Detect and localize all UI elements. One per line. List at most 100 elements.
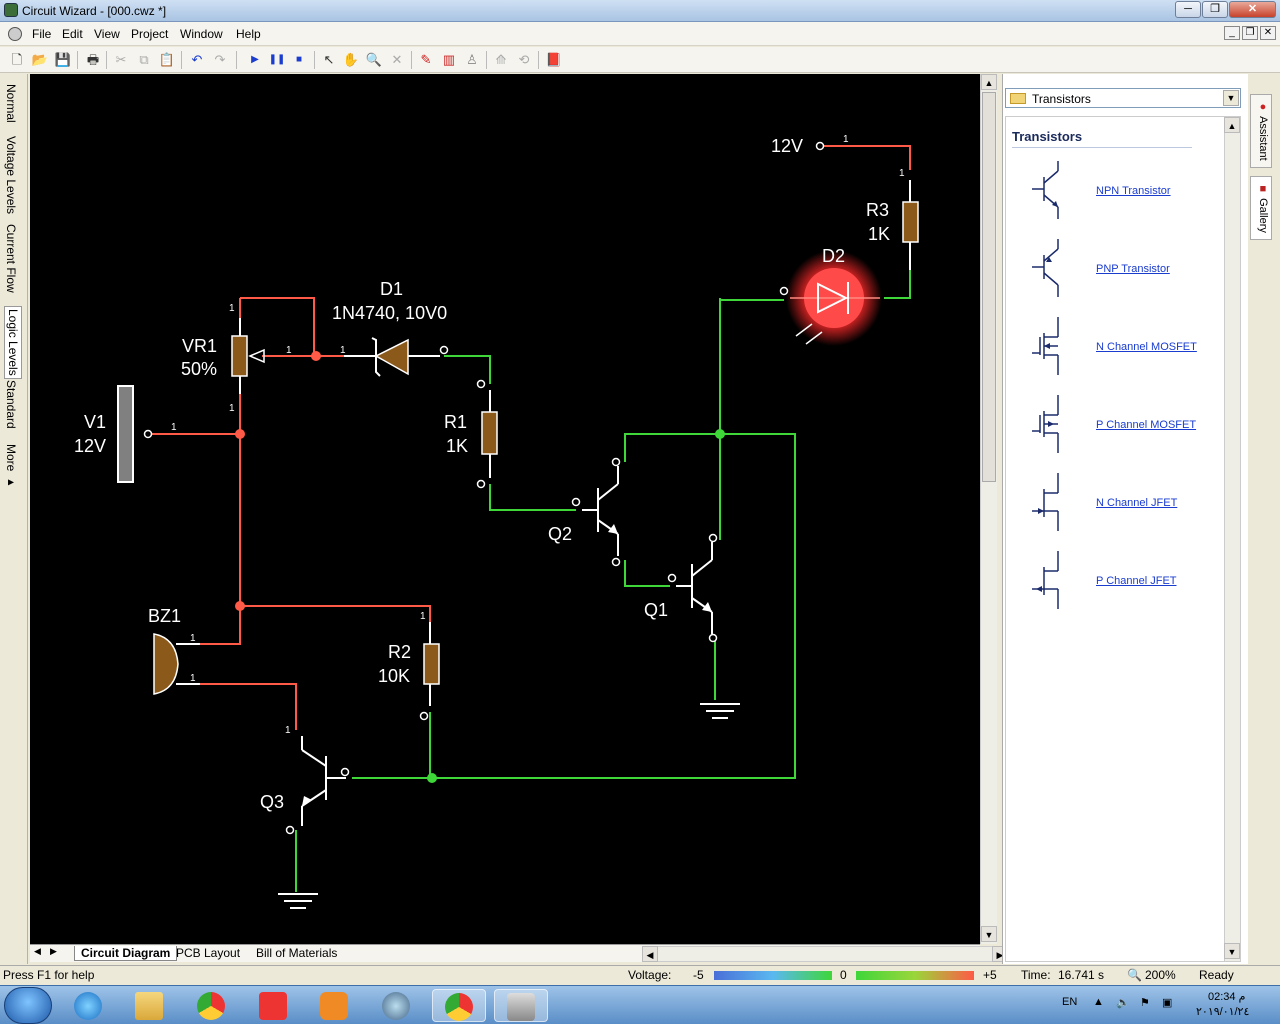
potentiometer-vr1[interactable] xyxy=(231,335,248,377)
play-icon[interactable]: ▶ xyxy=(251,54,259,65)
link-n-channel-mosfet[interactable]: N Channel MOSFET xyxy=(1096,341,1197,353)
document-icon[interactable] xyxy=(8,27,22,41)
menu-help[interactable]: Help xyxy=(236,27,261,41)
component-icon[interactable]: ♙ xyxy=(466,52,478,67)
zener-diode-d1[interactable] xyxy=(371,337,409,377)
copy-icon[interactable]: ⧉ xyxy=(139,52,149,67)
pin-numbers: 1 1 1 1 1 1 1 1 1 1 1 xyxy=(171,134,905,736)
undo-icon[interactable]: ↶ xyxy=(191,52,203,67)
link-p-channel-jfet[interactable]: P Channel JFET xyxy=(1096,575,1177,587)
minimize-button[interactable]: ─ xyxy=(1175,1,1201,18)
delete-icon[interactable]: ✕ xyxy=(391,52,403,67)
atom-app-icon[interactable] xyxy=(370,989,424,1022)
circuit-wizard-task-icon[interactable] xyxy=(494,989,548,1022)
graph-icon[interactable]: ▥ xyxy=(442,52,456,67)
internet-explorer-icon[interactable] xyxy=(62,989,116,1022)
gallery-item-p-mosfet[interactable]: P Channel MOSFET xyxy=(1028,393,1228,463)
volume-icon[interactable]: 🔈 xyxy=(1116,997,1130,1009)
canvas-horizontal-scrollbar[interactable]: ◀ ▶ xyxy=(642,946,1008,962)
gallery-scrollbar[interactable]: ▲ ▼ xyxy=(1224,117,1240,961)
tab-logic-levels[interactable]: Logic Levels xyxy=(4,306,22,379)
gallery-item-p-jfet[interactable]: P Channel JFET xyxy=(1028,549,1228,619)
tab-voltage-levels[interactable]: Voltage Levels xyxy=(4,136,18,215)
mdi-minimize-button[interactable]: _ xyxy=(1224,26,1240,40)
probe-icon[interactable]: ✎ xyxy=(420,52,432,67)
mdi-restore-button[interactable]: ❐ xyxy=(1242,26,1258,40)
menu-project[interactable]: Project xyxy=(131,27,169,41)
menu-edit[interactable]: Edit xyxy=(62,27,83,41)
scroll-thumb[interactable] xyxy=(982,92,996,482)
zoom-icon[interactable]: 🔍 xyxy=(365,52,383,67)
clock-time[interactable]: 02:34 م xyxy=(1208,991,1246,1003)
link-n-channel-jfet[interactable]: N Channel JFET xyxy=(1096,497,1178,509)
select-icon[interactable]: ↖ xyxy=(323,52,335,67)
media-player-icon[interactable] xyxy=(308,989,362,1022)
tab-standard[interactable]: Standard xyxy=(4,380,18,429)
windows-start-icon[interactable] xyxy=(4,987,52,1024)
language-indicator[interactable]: EN xyxy=(1062,996,1078,1008)
gallery-item-n-jfet[interactable]: N Channel JFET xyxy=(1028,471,1228,541)
rotate-icon[interactable]: ⟲ xyxy=(518,52,530,67)
mdi-close-button[interactable]: ✕ xyxy=(1260,26,1276,40)
link-pnp-transistor[interactable]: PNP Transistor xyxy=(1096,263,1170,275)
mirror-icon[interactable]: ⟰ xyxy=(495,52,507,67)
tab-gallery[interactable]: ■ Gallery xyxy=(1250,176,1272,240)
scroll-down-arrow[interactable]: ▼ xyxy=(981,926,997,942)
link-p-channel-mosfet[interactable]: P Channel MOSFET xyxy=(1096,419,1197,431)
link-npn-transistor[interactable]: NPN Transistor xyxy=(1096,185,1171,197)
action-center-icon[interactable]: ⚑ xyxy=(1140,997,1150,1009)
menu-window[interactable]: Window xyxy=(180,27,223,41)
new-icon[interactable]: 🗋 xyxy=(11,52,23,67)
buzzer-bz1[interactable] xyxy=(153,633,179,695)
resistor-r2[interactable] xyxy=(423,643,440,685)
gallery-scroll-down[interactable]: ▼ xyxy=(1224,943,1240,959)
tab-circuit-diagram[interactable]: Circuit Diagram xyxy=(74,946,178,961)
menu-file[interactable]: File xyxy=(32,27,52,41)
hand-icon[interactable]: ✋ xyxy=(342,52,360,67)
tab-assistant[interactable]: ● Assistant xyxy=(1250,94,1272,168)
open-icon[interactable]: 📂 xyxy=(31,52,49,67)
scroll-left-arrow[interactable]: ◀ xyxy=(642,946,658,962)
canvas-vertical-scrollbar[interactable]: ▲ ▼ xyxy=(980,74,997,944)
tab-prev-arrow[interactable]: ◀ xyxy=(34,946,41,956)
book-icon[interactable]: 📕 xyxy=(545,52,563,67)
network-icon[interactable]: ▣ xyxy=(1162,997,1173,1009)
circuit-canvas[interactable]: V1 12V VR1 50% D1 1N4740, 10V0 R1 1K R2 … xyxy=(30,74,980,944)
tab-next-arrow[interactable]: ▶ xyxy=(50,946,57,956)
gallery-item-n-mosfet[interactable]: N Channel MOSFET xyxy=(1028,315,1228,385)
pause-icon[interactable]: ❚❚ xyxy=(268,54,286,65)
toolbar: 🗋 📂 💾 🖶 ✂ ⧉ 📋 ↶ ↷ ▶ ❚❚ ■ ↖ ✋ 🔍 ✕ ✎ ▥ ♙ ⟰… xyxy=(0,47,1280,73)
close-button[interactable]: ✕ xyxy=(1229,1,1276,18)
gallery-item-pnp[interactable]: PNP Transistor xyxy=(1028,237,1228,307)
clock-date[interactable]: ٢٠١٩/٠١/٢٤ xyxy=(1196,1006,1250,1018)
svg-text:1: 1 xyxy=(899,168,905,179)
gallery-item-npn[interactable]: NPN Transistor xyxy=(1028,159,1228,229)
scroll-up-arrow[interactable]: ▲ xyxy=(981,74,997,90)
tab-normal[interactable]: Normal xyxy=(4,84,18,123)
tray-expand-icon[interactable]: ▲ xyxy=(1093,996,1104,1008)
resistor-r1[interactable] xyxy=(481,411,498,455)
download-manager-icon[interactable] xyxy=(247,989,301,1022)
category-dropdown[interactable]: Transistors ▼ xyxy=(1005,88,1241,108)
battery-v1[interactable] xyxy=(117,385,134,483)
resistor-r3[interactable] xyxy=(902,201,919,243)
cut-icon[interactable]: ✂ xyxy=(115,52,127,67)
chevron-down-icon[interactable]: ▼ xyxy=(1223,90,1239,106)
stop-icon[interactable]: ■ xyxy=(295,54,303,65)
circuit-diagram[interactable]: V1 12V VR1 50% D1 1N4740, 10V0 R1 1K R2 … xyxy=(30,74,980,944)
led-d2[interactable] xyxy=(786,250,882,346)
paste-icon[interactable]: 📋 xyxy=(158,52,176,67)
menu-view[interactable]: View xyxy=(94,27,120,41)
tab-more[interactable]: More ▸ xyxy=(4,444,18,489)
tab-bill-of-materials[interactable]: Bill of Materials xyxy=(256,946,338,960)
chrome-active-icon[interactable] xyxy=(432,989,486,1022)
chrome-icon[interactable] xyxy=(185,989,239,1022)
tab-pcb-layout[interactable]: PCB Layout xyxy=(176,946,241,960)
save-icon[interactable]: 💾 xyxy=(54,52,72,67)
file-explorer-icon[interactable] xyxy=(123,989,177,1022)
tab-current-flow[interactable]: Current Flow xyxy=(4,224,18,293)
redo-icon[interactable]: ↷ xyxy=(214,52,226,67)
print-icon[interactable]: 🖶 xyxy=(86,52,100,67)
maximize-button[interactable]: ❐ xyxy=(1202,1,1228,18)
gallery-scroll-up[interactable]: ▲ xyxy=(1224,117,1240,133)
